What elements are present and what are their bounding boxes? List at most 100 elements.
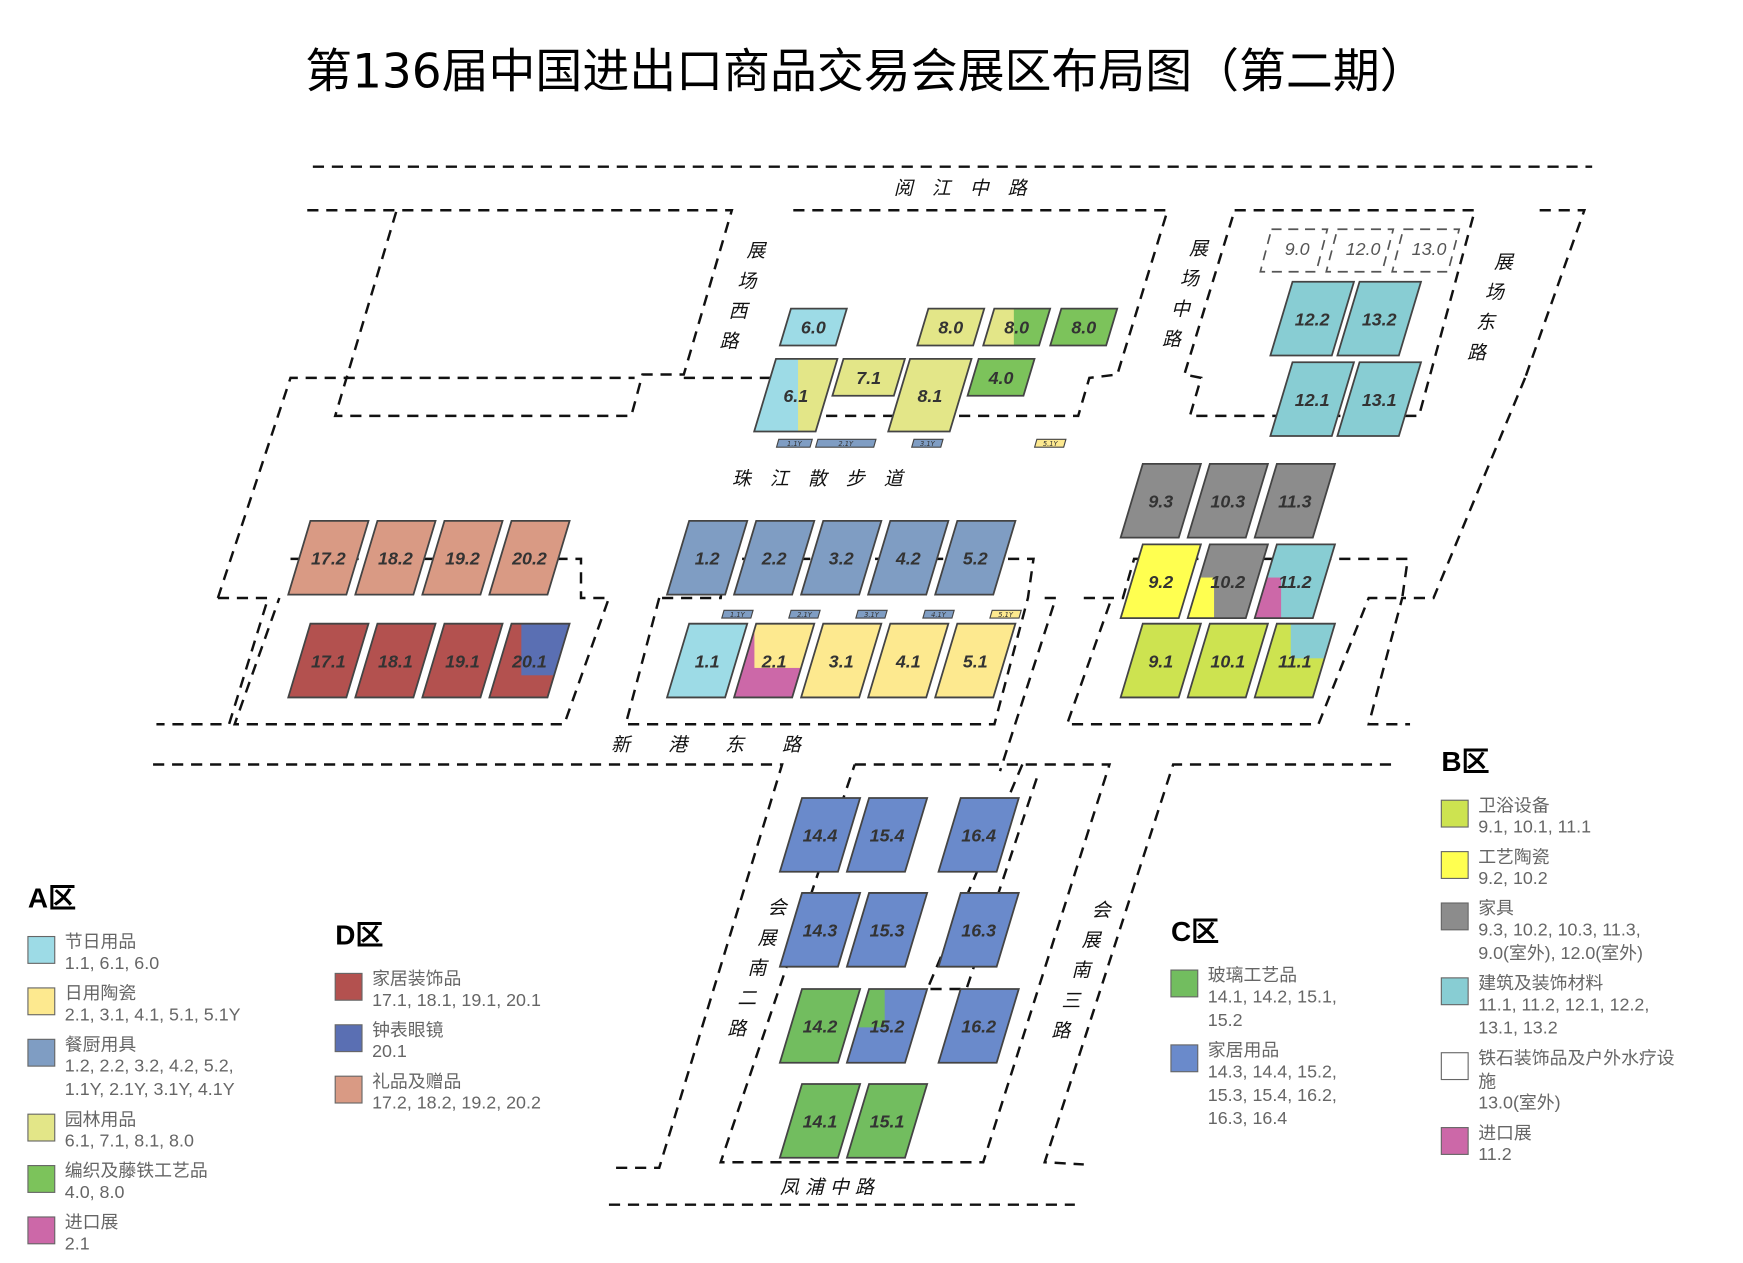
hall-16.2[interactable]: 16.2 [937,988,1020,1064]
outdoor-hall-13.0[interactable]: 13.0 [1391,228,1461,273]
legend-codes: 6.1, 7.1, 8.1, 8.0 [65,1131,194,1151]
road-char: 展 [1189,238,1210,260]
small-hall-1.1Y[interactable]: 1.1Y [775,438,814,448]
map-title: 第136届中国进出口商品交易会展区布局图（第二期） [305,44,1426,99]
hall-2.2[interactable]: 2.2 [732,519,816,596]
hall-8.0[interactable]: 8.0 [978,307,1052,347]
hall-20.1[interactable]: 20.1 [488,622,579,699]
hall-4.0[interactable]: 4.0 [966,357,1036,397]
hall-5.1[interactable]: 5.1 [933,622,1017,699]
hall-11.1[interactable]: 11.1 [1253,621,1349,699]
small-hall-4.1Y[interactable]: 4.1Y [922,609,955,619]
small-hall-3.1Y[interactable]: 3.1Y [910,438,944,448]
hall-15.1[interactable]: 15.1 [845,1083,929,1159]
hall-shape [779,308,847,346]
hall-15.2[interactable]: 15.2 [845,987,929,1064]
hall-20.2[interactable]: 20.2 [488,519,571,596]
hall-16.3[interactable]: 16.3 [937,892,1020,968]
road-char: 路 [1051,1020,1072,1042]
hall-label: 13.1 [1362,390,1397,410]
hall-8.1[interactable]: 8.1 [887,357,973,433]
hall-17.2[interactable]: 17.2 [287,519,370,596]
hall-8.0[interactable]: 8.0 [1049,307,1119,347]
hall-1.2[interactable]: 1.2 [665,519,749,596]
hall-label: 8.0 [938,318,963,338]
hall-shape [935,623,1016,698]
hall-8.0[interactable]: 8.0 [916,307,986,347]
road-char: 会 [1092,899,1113,921]
hall-9.1[interactable]: 9.1 [1119,622,1203,699]
hall-7.1[interactable]: 7.1 [831,357,907,397]
hall-label: 14.1 [803,1112,838,1132]
legend-zone-title: B区 [1441,746,1489,777]
road-char: 路 [1467,342,1488,364]
hall-9.3[interactable]: 9.3 [1119,463,1203,539]
hall-3.2[interactable]: 3.2 [799,519,883,596]
hall-14.2[interactable]: 14.2 [778,988,862,1064]
hall-10.3[interactable]: 10.3 [1186,463,1270,539]
hall-shape [801,623,882,698]
hall-label: 17.2 [311,548,346,568]
hall-5.2[interactable]: 5.2 [933,519,1017,596]
hall-6.0[interactable]: 6.0 [778,307,849,347]
legend-swatch [1440,1052,1469,1081]
outdoor-hall-label: 9.0 [1285,239,1310,259]
legend-codes: 14.1, 14.2, 15.1, [1208,986,1337,1006]
hall-label: 7.1 [856,368,881,388]
hall-label: 2.2 [761,548,787,568]
hall-18.2[interactable]: 18.2 [354,519,437,596]
hall-14.4[interactable]: 14.4 [778,797,862,873]
hall-10.1[interactable]: 10.1 [1186,622,1270,699]
hall-15.4[interactable]: 15.4 [845,797,929,873]
hall-9.2[interactable]: 9.2 [1119,543,1203,619]
hall-shape [1254,463,1335,538]
small-hall-5.1Y[interactable]: 5.1Y [989,609,1022,619]
hall-19.2[interactable]: 19.2 [421,519,504,596]
hall-shape [868,623,949,698]
hall-label: 8.0 [1071,318,1096,338]
legend-name: 进口展 [1478,1123,1532,1144]
small-hall-5.1Y[interactable]: 5.1Y [1033,438,1067,448]
hall-label: 15.4 [870,826,905,846]
hall-4.2[interactable]: 4.2 [866,519,950,596]
hall-12.1[interactable]: 12.1 [1269,361,1356,437]
hall-16.4[interactable]: 16.4 [937,797,1020,873]
small-hall-3.1Y[interactable]: 3.1Y [855,609,888,619]
legend-name: 卫浴设备 [1478,795,1550,816]
hall-shape [832,358,905,396]
hall-18.1[interactable]: 18.1 [354,622,437,699]
road-char: 展 [746,240,767,262]
hall-4.1[interactable]: 4.1 [866,622,950,699]
road-outlines [153,165,1593,1206]
legend-swatch [27,1038,56,1067]
hall-17.1[interactable]: 17.1 [287,622,370,699]
small-hall-label: 5.1Y [1043,440,1059,448]
hall-13.1[interactable]: 13.1 [1336,361,1423,437]
outdoor-hall-9.0[interactable]: 9.0 [1259,228,1329,273]
hall-shape [779,797,861,872]
hall-14.1[interactable]: 14.1 [778,1083,862,1159]
hall-11.3[interactable]: 11.3 [1253,463,1337,539]
hall-13.2[interactable]: 13.2 [1336,280,1423,357]
hall-3.1[interactable]: 3.1 [799,622,883,699]
hall-6.1[interactable]: 6.1 [749,357,839,433]
hall-2.1[interactable]: 2.1 [732,622,835,699]
hall-1.1[interactable]: 1.1 [665,622,749,699]
hall-14.3[interactable]: 14.3 [778,892,862,968]
small-hall-1.1Y[interactable]: 1.1Y [721,609,754,619]
legend-codes: 2.1 [65,1233,90,1253]
small-hall-2.1Y[interactable]: 2.1Y [788,609,821,619]
small-hall-2.1Y[interactable]: 2.1Y [814,438,877,448]
outdoor-hall-12.0[interactable]: 12.0 [1325,228,1395,273]
hall-15.3[interactable]: 15.3 [845,892,929,968]
hall-19.1[interactable]: 19.1 [421,622,504,699]
hall-label: 6.0 [801,318,826,338]
road-char: 展 [758,927,779,949]
hall-12.2[interactable]: 12.2 [1269,280,1356,357]
hall-shape [868,520,949,595]
hall-label: 15.3 [870,921,905,941]
hall-shape [355,623,436,698]
